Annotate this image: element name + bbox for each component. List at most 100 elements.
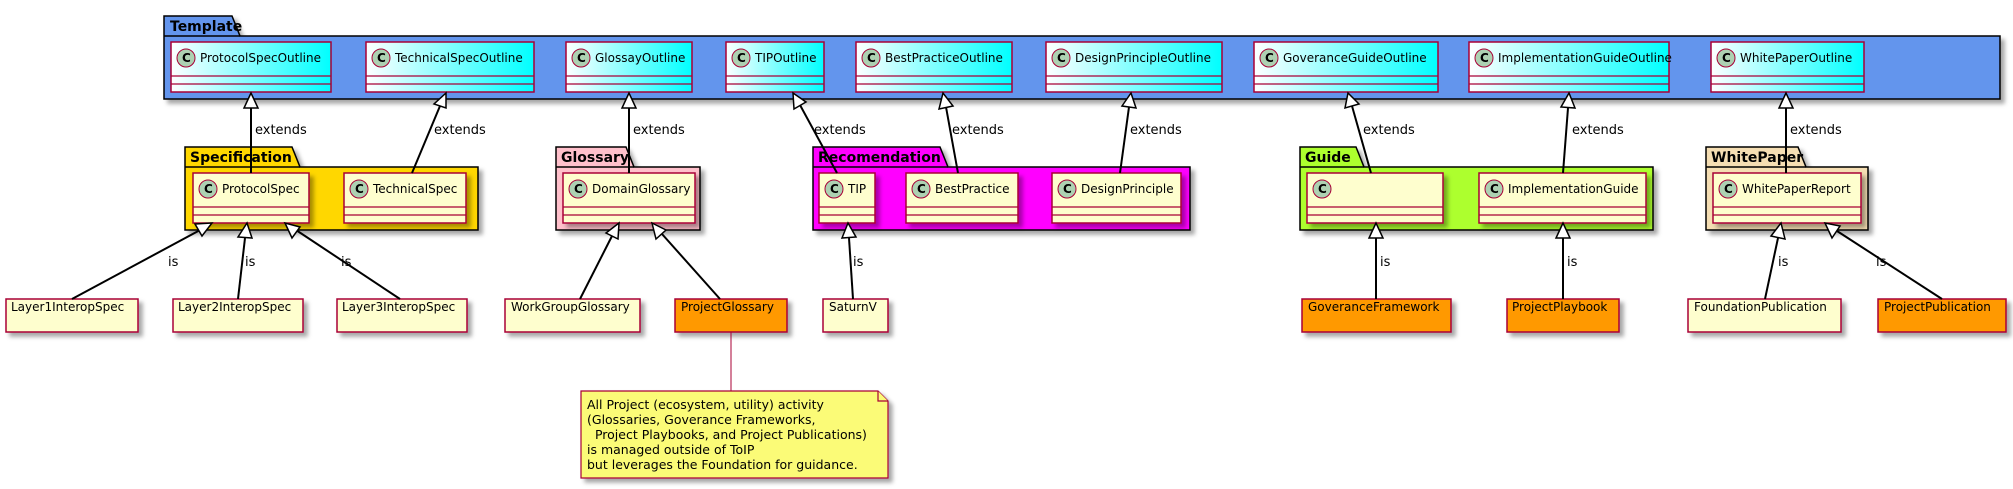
class-designprincipleoutline: C DesignPrincipleOutline xyxy=(1045,41,1223,93)
object-goveranceframework-name: GoveranceFramework xyxy=(1308,300,1439,314)
object-saturnv-name: SaturnV xyxy=(829,300,878,314)
class-marker-icon xyxy=(1474,48,1494,68)
class-tip: C TIP xyxy=(818,172,876,224)
edge-label-extends: extends xyxy=(633,123,685,138)
class-marker-icon xyxy=(731,48,751,68)
package-guide-title: Guide xyxy=(1305,150,1351,166)
package-glossary-title: Glossary xyxy=(561,150,629,166)
edge-label-extends: extends xyxy=(255,123,307,138)
class-designprinciple-name: DesignPrinciple xyxy=(1081,182,1174,196)
class-technicalspecoutline-name: TechnicalSpecOutline xyxy=(394,51,523,65)
package-recomendation-title: Recomendation xyxy=(818,150,941,166)
object-saturnv: SaturnV xyxy=(822,298,889,333)
note-line-4: is managed outside of ToIP xyxy=(587,442,755,457)
class-goveranceguideoutline-name: GoveranceGuideOutline xyxy=(1283,51,1427,65)
object-layer1interopspec-name: Layer1InteropSpec xyxy=(11,300,124,314)
class-marker-letter: C xyxy=(182,51,191,65)
class-bestpractice-name: BestPractice xyxy=(935,182,1010,196)
edge-label-is: is xyxy=(1380,255,1391,270)
class-marker-icon xyxy=(371,48,391,68)
class-implementationguide: C ImplementationGuide xyxy=(1478,172,1647,224)
class-marker-icon xyxy=(861,48,881,68)
class-glossayoutline: C GlossayOutline xyxy=(565,41,693,93)
class-marker-letter: C xyxy=(574,182,583,196)
object-foundationpublication-name: FoundationPublication xyxy=(1694,300,1827,314)
object-goveranceframework: GoveranceFramework xyxy=(1301,298,1452,333)
object-projectpublication-name: ProjectPublication xyxy=(1884,300,1991,314)
object-projectglossary: ProjectGlossary xyxy=(674,298,788,333)
class-domainglossary: C DomainGlossary xyxy=(562,172,696,224)
class-whitepaperreport-name: WhitePaperReport xyxy=(1742,182,1851,196)
class-domainglossary-name: DomainGlossary xyxy=(592,182,690,196)
class-marker-icon xyxy=(1057,179,1077,199)
class-marker-icon xyxy=(1259,48,1279,68)
object-layer3interopspec: Layer3InteropSpec xyxy=(336,298,468,333)
object-layer2interopspec-name: Layer2InteropSpec xyxy=(178,300,291,314)
class-goveranceguideoutline: C GoveranceGuideOutline xyxy=(1253,41,1439,93)
class-tip-name: TIP xyxy=(847,182,866,196)
class-technicalspecoutline: C TechnicalSpecOutline xyxy=(365,41,535,93)
class-bestpractice: C BestPractice xyxy=(905,172,1019,224)
edge-label-extends: extends xyxy=(1572,123,1624,138)
class-marker-letter: C xyxy=(917,182,926,196)
class-marker-icon xyxy=(1718,179,1738,199)
edge-label-is: is xyxy=(1876,255,1887,270)
class-marker-letter: C xyxy=(577,51,586,65)
class-technicalspec-name: TechnicalSpec xyxy=(372,182,457,196)
edges-extends: extends extends extends extends extends … xyxy=(242,91,1842,174)
class-tipoutline-name: TIPOutline xyxy=(754,51,817,65)
class-implementationguideoutline: C ImplementationGuideOutline xyxy=(1468,41,1672,93)
class-marker-icon xyxy=(1051,48,1071,68)
class-marker-letter: C xyxy=(1265,51,1274,65)
object-workgroupglossary-name: WorkGroupGlossary xyxy=(511,300,630,314)
edge-label-extends: extends xyxy=(814,123,866,138)
edge-label-is: is xyxy=(1778,255,1789,270)
class-implementationguide-name: ImplementationGuide xyxy=(1508,182,1639,196)
note-line-2: (Glossaries, Goverance Frameworks, xyxy=(587,412,816,427)
class-marker-letter: C xyxy=(355,182,364,196)
class-marker-letter: C xyxy=(737,51,746,65)
class-protocolspecoutline: C ProtocolSpecOutline xyxy=(170,41,332,93)
class-marker-letter: C xyxy=(1057,51,1066,65)
class-marker-icon xyxy=(1716,48,1736,68)
class-whitepaperreport: C WhitePaperReport xyxy=(1712,172,1862,224)
class-marker-icon xyxy=(176,48,196,68)
class-marker-icon xyxy=(1484,179,1504,199)
class-marker-letter: C xyxy=(830,182,839,196)
edge-label-extends: extends xyxy=(1790,123,1842,138)
class-bestpracticeoutline: C BestPracticeOutline xyxy=(855,41,1013,93)
object-projectplaybook: ProjectPlaybook xyxy=(1506,298,1620,333)
note-line-3: Project Playbooks, and Project Publicati… xyxy=(587,427,867,442)
edge-label-is: is xyxy=(245,255,256,270)
object-projectpublication: ProjectPublication xyxy=(1877,298,2007,333)
class-marker-icon xyxy=(349,179,369,199)
class-marker-letter: C xyxy=(1318,182,1327,196)
class-marker-icon xyxy=(911,179,931,199)
edges-is: is is is is is is is is xyxy=(71,221,1943,300)
package-template-title: Template xyxy=(170,19,242,35)
class-marker-letter: C xyxy=(1490,182,1499,196)
object-workgroupglossary: WorkGroupGlossary xyxy=(504,298,641,333)
object-foundationpublication: FoundationPublication xyxy=(1687,298,1842,333)
class-marker-letter: C xyxy=(1063,182,1072,196)
object-layer1interopspec: Layer1InteropSpec xyxy=(5,298,139,333)
class-technicalspec: C TechnicalSpec xyxy=(343,172,467,224)
class-whitepaperoutline: C WhitePaperOutline xyxy=(1710,41,1865,93)
class-goveranceguide: C xyxy=(1306,172,1444,224)
class-marker-icon xyxy=(198,179,218,199)
class-implementationguideoutline-name: ImplementationGuideOutline xyxy=(1498,51,1672,65)
edge-label-is: is xyxy=(168,255,179,270)
note-project-activity xyxy=(580,390,889,479)
class-bestpracticeoutline-name: BestPracticeOutline xyxy=(885,51,1003,65)
note-line-1: All Project (ecosystem, utility) activit… xyxy=(587,397,825,412)
class-marker-icon xyxy=(824,179,844,199)
object-projectplaybook-name: ProjectPlaybook xyxy=(1512,300,1607,314)
class-designprinciple: C DesignPrinciple xyxy=(1051,172,1182,224)
class-marker-letter: C xyxy=(1480,51,1489,65)
class-whitepaperoutline-name: WhitePaperOutline xyxy=(1740,51,1852,65)
class-marker-letter: C xyxy=(204,182,213,196)
object-layer3interopspec-name: Layer3InteropSpec xyxy=(342,300,455,314)
edge-label-is: is xyxy=(853,255,864,270)
class-marker-letter: C xyxy=(867,51,876,65)
